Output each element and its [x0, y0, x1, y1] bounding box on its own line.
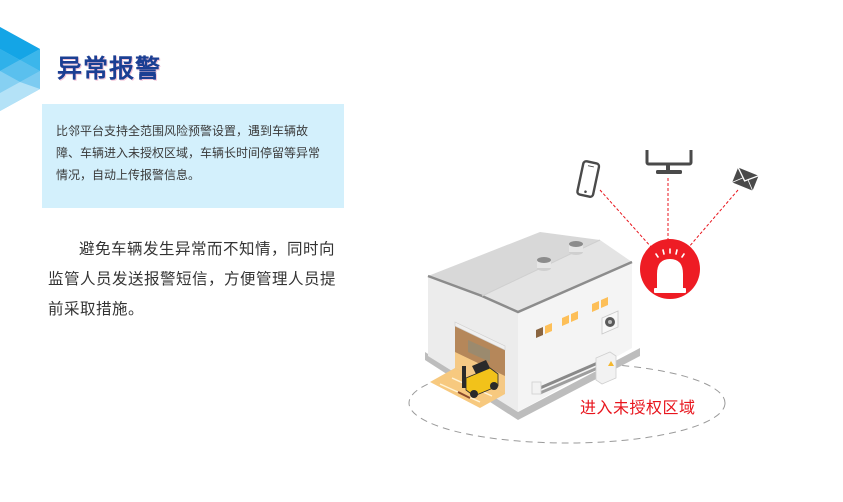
- info-box: 比邻平台支持全范围风险预警设置，遇到车辆故障、车辆进入未授权区域，车辆长时间停留…: [42, 104, 344, 208]
- forklift-illustration: [457, 360, 499, 399]
- alarm-siren-icon: [640, 239, 700, 299]
- main-description: 避免车辆发生异常而不知情，同时向监管人员发送报警短信，方便管理人员提前采取措施。: [48, 240, 337, 318]
- warehouse-illustration: [425, 232, 640, 420]
- fan-unit: [601, 310, 619, 335]
- roof-vent: [569, 241, 583, 255]
- warehouse-windows: [536, 297, 608, 338]
- warehouse-alarm-illustration: [408, 150, 759, 444]
- monitor-icon: [645, 150, 693, 174]
- roof-vent: [537, 257, 551, 271]
- wall-pipes: [539, 360, 601, 395]
- unauthorized-zone-label: 进入未授权区域: [580, 398, 696, 417]
- electrical-box: [595, 351, 617, 385]
- smartphone-icon: [576, 160, 601, 198]
- info-box-text: 比邻平台支持全范围风险预警设置，遇到车辆故障、车辆进入未授权区域，车辆长时间停留…: [56, 124, 321, 182]
- corner-hexagon-decoration: [0, 27, 40, 111]
- page-title: 异常报警: [57, 54, 162, 83]
- small-box: [531, 381, 542, 395]
- envelope-icon: [732, 167, 759, 191]
